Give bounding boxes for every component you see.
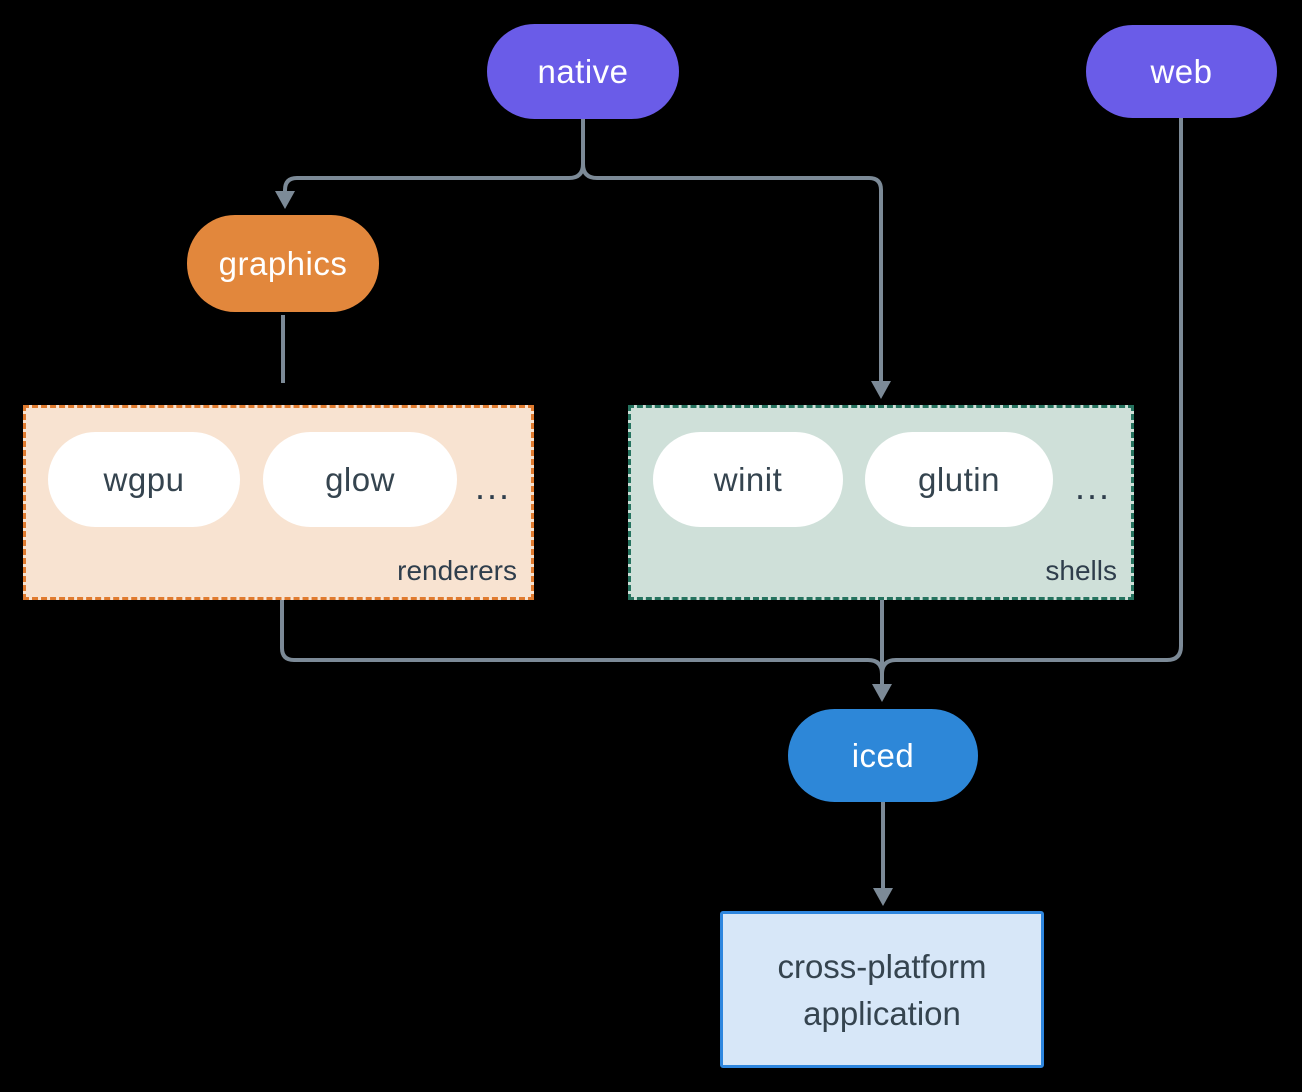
arrowhead-shells xyxy=(871,381,891,399)
native-label: native xyxy=(537,52,629,90)
edge-native-to-shells xyxy=(597,176,883,382)
glow-label: glow xyxy=(325,460,395,498)
web-node: web xyxy=(1086,25,1277,118)
edge-merge-fillet-left xyxy=(867,658,884,675)
glutin-label: glutin xyxy=(918,460,1000,498)
arrowhead-iced xyxy=(872,684,892,702)
graphics-node: graphics xyxy=(187,215,379,312)
shells-group-label: shells xyxy=(1045,555,1117,586)
edge-native-fillet-left xyxy=(568,163,585,180)
renderers-group-label: renderers xyxy=(397,555,517,586)
edge-web-to-merge xyxy=(896,118,1183,662)
renderers-ellipsis: ... xyxy=(474,466,511,507)
graphics-label: graphics xyxy=(218,244,348,282)
shells-ellipsis: ... xyxy=(1074,466,1111,507)
edge-merge-fillet-right xyxy=(880,658,897,675)
edge-renderers-to-merge xyxy=(280,600,868,662)
renderers-group: wgpu glow ... renderers xyxy=(23,405,534,600)
edge-native-to-graphics xyxy=(283,176,569,192)
web-label: web xyxy=(1150,52,1213,90)
shells-group: winit glutin ... shells xyxy=(628,405,1134,600)
application-label-line2: application xyxy=(803,994,961,1032)
native-node: native xyxy=(487,24,679,119)
iced-node: iced xyxy=(788,709,978,802)
edge-native-fillet-right xyxy=(581,163,598,180)
winit-label: winit xyxy=(713,460,783,498)
wgpu-node: wgpu xyxy=(48,432,240,527)
glutin-node: glutin xyxy=(865,432,1053,527)
wgpu-label: wgpu xyxy=(103,460,185,498)
iced-label: iced xyxy=(851,736,915,774)
winit-node: winit xyxy=(653,432,843,527)
arrowhead-application xyxy=(873,888,893,906)
arrowhead-graphics xyxy=(275,191,295,209)
application-label-line1: cross-platform xyxy=(777,947,987,985)
glow-node: glow xyxy=(263,432,457,527)
application-node: cross-platform application xyxy=(720,911,1044,1068)
